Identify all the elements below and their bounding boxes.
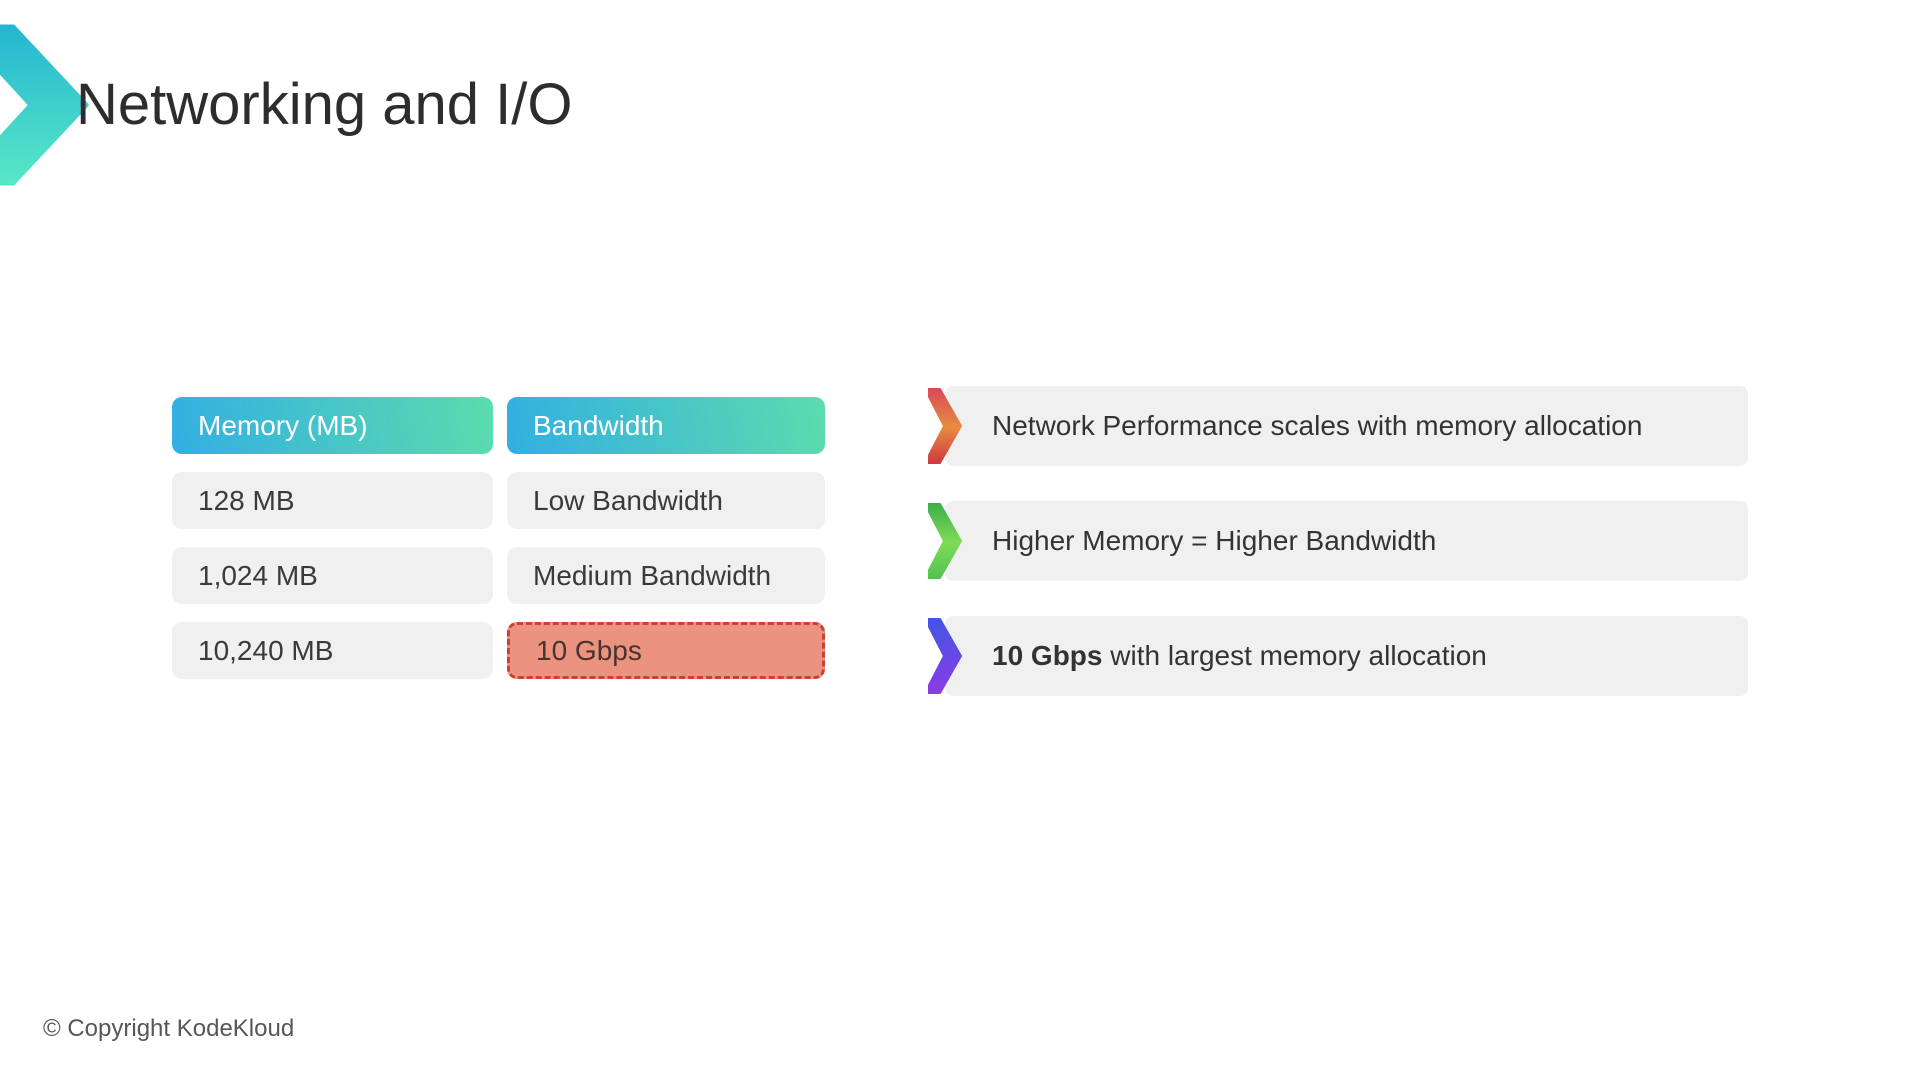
bullet-item-3: 10 Gbps with largest memory allocation (928, 616, 1748, 696)
table-header-bandwidth: Bandwidth (507, 397, 825, 454)
table-cell-memory-row1: 128 MB (172, 472, 493, 529)
bullet-rest-text: with largest memory allocation (1102, 640, 1487, 671)
page-title: Networking and I/O (76, 72, 573, 137)
bullet-rest-text: Network Performance scales with memory a… (992, 410, 1643, 441)
chevron-right-icon (928, 503, 962, 579)
kodekloud-chevron-logo (0, 24, 89, 186)
bullet-text: 10 Gbps with largest memory allocation (945, 616, 1748, 696)
bullet-item-2: Higher Memory = Higher Bandwidth (928, 501, 1748, 581)
memory-bandwidth-table: Memory (MB) Bandwidth 128 MB Low Bandwid… (172, 397, 825, 679)
chevron-right-icon (928, 388, 962, 464)
bullet-text: Network Performance scales with memory a… (945, 386, 1748, 466)
bullet-item-1: Network Performance scales with memory a… (928, 386, 1748, 466)
table-cell-bandwidth-row3-highlighted: 10 Gbps (507, 622, 825, 679)
table-header-memory: Memory (MB) (172, 397, 493, 454)
bullet-list: Network Performance scales with memory a… (928, 386, 1748, 731)
copyright-notice: © Copyright KodeKloud (43, 1015, 295, 1042)
bullet-text: Higher Memory = Higher Bandwidth (945, 501, 1748, 581)
chevron-right-icon (928, 618, 962, 694)
bullet-bold-text: 10 Gbps (992, 640, 1103, 671)
table-cell-memory-row3: 10,240 MB (172, 622, 493, 679)
table-cell-memory-row2: 1,024 MB (172, 547, 493, 604)
table-cell-bandwidth-row1: Low Bandwidth (507, 472, 825, 529)
bullet-rest-text: Higher Memory = Higher Bandwidth (992, 525, 1437, 556)
table-cell-bandwidth-row2: Medium Bandwidth (507, 547, 825, 604)
